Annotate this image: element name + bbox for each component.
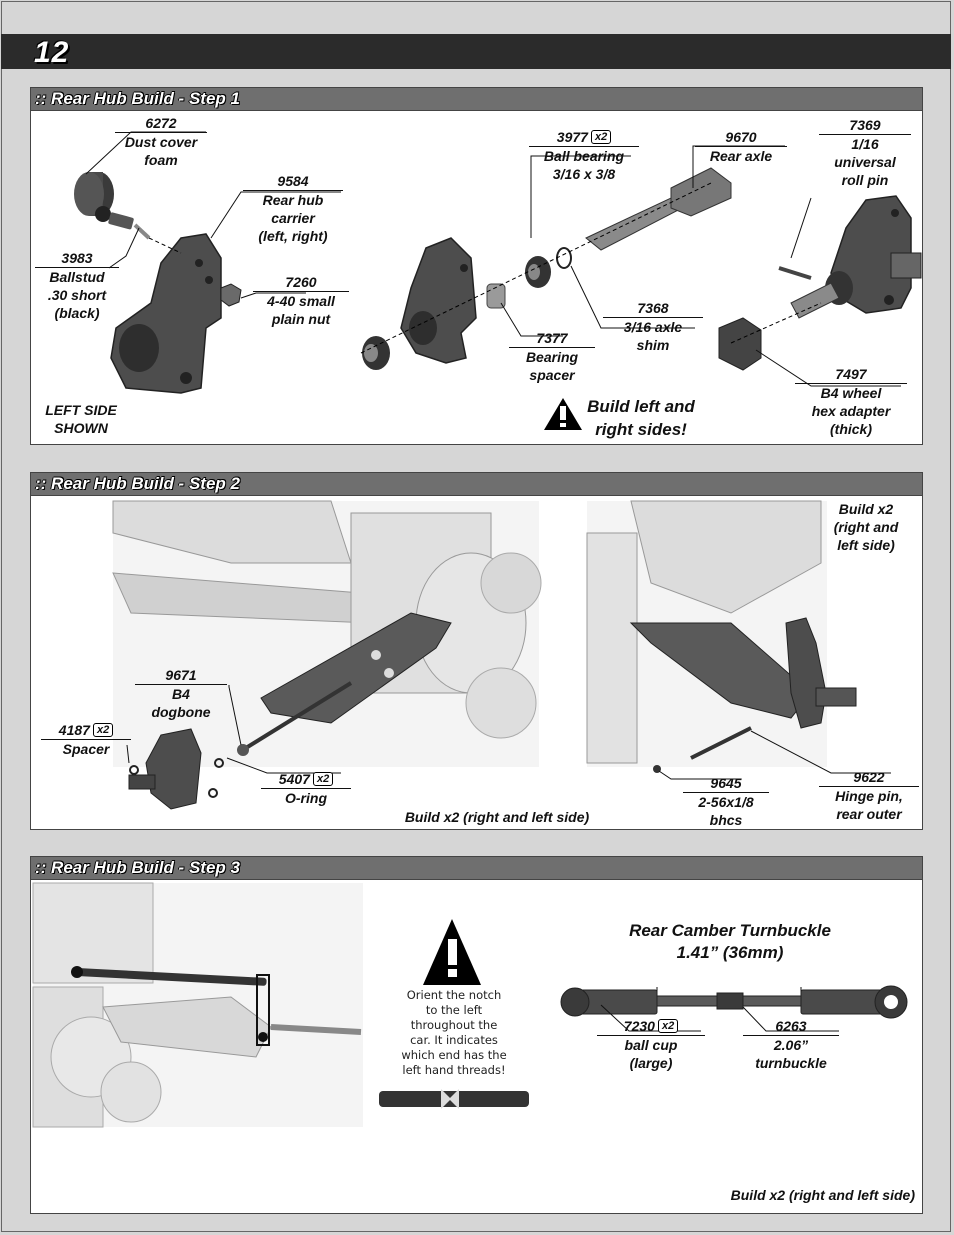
- step1-title: :: Rear Hub Build - Step 1: [35, 89, 240, 108]
- part-label-7377: 7377 Bearing spacer: [509, 329, 595, 384]
- build-x2-note-step3: Build x2 (right and left side): [730, 1187, 915, 1203]
- part-label-6272: 6272 Dust cover foam: [115, 114, 207, 169]
- hub-carrier-assembly: [145, 728, 202, 810]
- rear-arm-part-right: [629, 622, 812, 719]
- step3-illustration: [32, 882, 908, 1128]
- build-both-sides-warning: Build left and right sides!: [587, 397, 695, 439]
- build-x2-note-left: Build x2 (right and left side): [404, 809, 590, 825]
- qty-badge: x2: [312, 772, 334, 786]
- part-label-7497: 7497 B4 wheel hex adapter (thick): [795, 365, 907, 438]
- page-number: 12: [34, 36, 70, 69]
- axle-shim-part: [556, 247, 572, 269]
- part-label-9622: 9622 Hinge pin, rear outer: [819, 768, 919, 823]
- step1-panel: :: Rear Hub Build - Step 1: [30, 87, 923, 445]
- step1-header: :: Rear Hub Build - Step 1: [31, 88, 922, 111]
- step2-illustration: [112, 500, 891, 810]
- page-header-bar: [1, 34, 951, 69]
- left-side-shown-note: LEFT SIDE SHOWN: [45, 402, 117, 436]
- qty-badge: x2: [590, 130, 612, 144]
- step3-header: :: Rear Hub Build - Step 3: [31, 857, 922, 880]
- orient-notch-note: Orient the notch to the left throughout …: [401, 988, 507, 1077]
- rear-hub-carrier-part: [110, 233, 222, 394]
- bearing-spacer-part: [486, 283, 506, 309]
- part-label-9670: 9670 Rear axle: [695, 128, 787, 165]
- camber-turnbuckle-assembly: [560, 985, 908, 1019]
- step2-header: :: Rear Hub Build - Step 2: [31, 473, 922, 496]
- rear-hub-carrier-part-center: [400, 237, 477, 364]
- part-label-3983: 3983 Ballstud .30 short (black): [35, 249, 119, 322]
- hex-adapter-part: [718, 317, 762, 371]
- rear-arm-part: [260, 612, 452, 724]
- build-x2-note-right: Build x2 (right and left side): [833, 501, 899, 553]
- step1-illustration: [74, 131, 922, 430]
- part-label-6263: 6263 2.06” turnbuckle: [743, 1017, 839, 1072]
- part-label-7368: 7368 3/16 axle shim: [603, 299, 703, 354]
- part-label-7369: 7369 1/16 universal roll pin: [819, 116, 911, 189]
- ballstud-part: [95, 206, 111, 222]
- camber-turnbuckle-installed: [76, 968, 267, 986]
- turnbuckle-notch-closeup: [379, 1089, 529, 1109]
- qty-badge: x2: [657, 1019, 679, 1033]
- roll-pin-part: [778, 266, 812, 280]
- hinge-pin-part: [690, 726, 752, 760]
- step3-title: :: Rear Hub Build - Step 3: [35, 858, 240, 877]
- small-plain-nut-part: [220, 283, 242, 307]
- part-label-9671: 9671 B4 dogbone: [135, 666, 227, 721]
- part-label-9584: 9584 Rear hub carrier (left, right): [243, 172, 343, 245]
- step3-panel: :: Rear Hub Build - Step 3: [30, 856, 923, 1214]
- step2-title: :: Rear Hub Build - Step 2: [35, 474, 240, 493]
- turnbuckle-title: Rear Camber Turnbuckle 1.41” (36mm): [629, 921, 831, 962]
- part-label-7260: 7260 4-40 small plain nut: [253, 273, 349, 328]
- dogbone-part: [239, 681, 353, 753]
- part-label-9645: 9645 2-56x1/8 bhcs: [683, 774, 769, 829]
- qty-badge: x2: [92, 723, 114, 737]
- step2-panel: :: Rear Hub Build - Step 2: [30, 472, 923, 830]
